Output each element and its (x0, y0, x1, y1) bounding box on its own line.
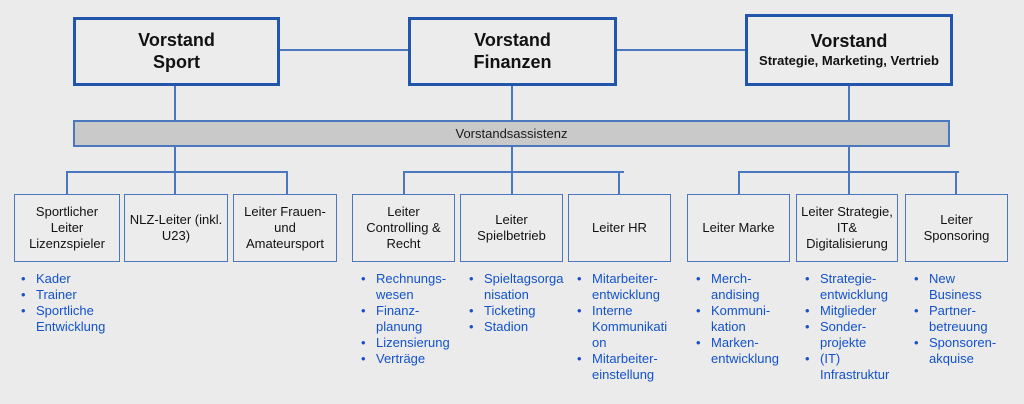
list-item: Spieltagsorganisation (468, 271, 564, 303)
dept-box-leiter-hr: Leiter HR (568, 194, 671, 262)
connector-line (286, 171, 288, 195)
list-item: Stadion (468, 319, 564, 335)
dept-box-sportlicher-leiter-lizenzspieler: Sportlicher Leiter Lizenzspieler (14, 194, 120, 262)
connector-line (848, 86, 850, 120)
connector-line (511, 171, 513, 195)
connector-line (66, 171, 68, 195)
top-box-title-line1: Vorstand (138, 29, 215, 50)
list-item: Sonder-projekte (804, 319, 900, 351)
dept-box-title: Leiter Marke (702, 219, 775, 235)
connector-line (617, 49, 745, 51)
dept-box-title: NLZ-Leiter (inkl. U23) (129, 211, 223, 243)
dept-box-leiter-strategie-it-digitalisierung: Leiter Strategie, IT& Digitalisierung (796, 194, 898, 262)
top-box-vorstand-strategie: Vorstand Strategie, Marketing, Vertrieb (745, 14, 953, 86)
top-box-title-line2: Sport (153, 51, 200, 72)
connector-line (848, 171, 850, 195)
dept-list-controlling-recht: Rechnungs-wesen Finanz-planung Lizensier… (360, 271, 456, 367)
list-item: Partner-betreuung (913, 303, 1009, 335)
list-item: Kommuni-kation (695, 303, 791, 335)
list-item: Trainer (20, 287, 116, 303)
connector-line (66, 171, 288, 173)
dept-box-leiter-sponsoring: Leiter Sponsoring (905, 194, 1008, 262)
list-item: Sponsoren-akquise (913, 335, 1009, 367)
connector-line (618, 171, 620, 195)
list-item: Mitglieder (804, 303, 900, 319)
list-item: Mitarbeiter-entwicklung (576, 271, 672, 303)
list-item: Verträge (360, 351, 456, 367)
connector-line (174, 171, 176, 195)
list-item: Merch-andising (695, 271, 791, 303)
dept-box-title: Leiter Controlling & Recht (366, 203, 441, 252)
dept-box-title: Leiter Spielbetrieb (477, 211, 546, 243)
dept-list-strategie-it: Strategie-entwicklung Mitglieder Sonder-… (804, 271, 900, 383)
dept-box-title: Leiter Frauen- und Amateursport (244, 203, 326, 252)
list-item: New Business (913, 271, 1009, 303)
dept-box-nlz-leiter: NLZ-Leiter (inkl. U23) (124, 194, 228, 262)
dept-list-sponsoring: New Business Partner-betreuung Sponsoren… (913, 271, 1009, 367)
connector-line (511, 86, 513, 120)
list-item: (IT) Infrastruktur (804, 351, 900, 383)
list-item: Marken-entwicklung (695, 335, 791, 367)
dept-list-sportlicher-leiter: Kader Trainer Sportliche Entwicklung (20, 271, 116, 335)
dept-list-spielbetrieb: Spieltagsorganisation Ticketing Stadion (468, 271, 564, 335)
connector-line (174, 86, 176, 120)
top-box-vorstand-sport: Vorstand Sport (73, 17, 280, 86)
top-box-title-line1: Vorstand (474, 29, 551, 50)
top-box-title-line1: Vorstand (810, 31, 888, 52)
list-item: Kader (20, 271, 116, 287)
top-box-title-line2: Strategie, Marketing, Vertrieb (759, 52, 939, 68)
dept-box-leiter-marke: Leiter Marke (687, 194, 790, 262)
list-item: Rechnungs-wesen (360, 271, 456, 303)
dept-box-leiter-spielbetrieb: Leiter Spielbetrieb (460, 194, 563, 262)
connector-line (280, 49, 408, 51)
connector-line (511, 146, 513, 172)
list-item: Sportliche Entwicklung (20, 303, 116, 335)
dept-list-hr: Mitarbeiter-entwicklung Interne Kommunik… (576, 271, 672, 383)
connector-line (738, 171, 740, 195)
connector-line (955, 171, 957, 195)
dept-list-marke: Merch-andising Kommuni-kation Marken-ent… (695, 271, 791, 367)
dept-box-title: Sportlicher Leiter Lizenzspieler (29, 203, 105, 252)
list-item: Interne Kommunikation (576, 303, 672, 351)
dept-box-title: Leiter Strategie, IT& Digitalisierung (801, 203, 893, 252)
assistant-bar-label: Vorstandsassistenz (455, 126, 568, 141)
assistant-bar: Vorstandsassistenz (73, 120, 950, 147)
connector-line (403, 171, 405, 195)
connector-line (848, 146, 850, 172)
dept-box-title: Leiter HR (592, 219, 647, 235)
list-item: Lizensierung (360, 335, 456, 351)
list-item: Finanz-planung (360, 303, 456, 335)
dept-box-leiter-controlling-recht: Leiter Controlling & Recht (352, 194, 455, 262)
list-item: Strategie-entwicklung (804, 271, 900, 303)
connector-line (403, 171, 624, 173)
top-box-title-line2: Finanzen (473, 51, 552, 72)
top-box-vorstand-finanzen: Vorstand Finanzen (408, 17, 617, 86)
list-item: Mitarbeiter-einstellung (576, 351, 672, 383)
list-item: Ticketing (468, 303, 564, 319)
connector-line (174, 146, 176, 172)
dept-box-leiter-frauen-amateursport: Leiter Frauen- und Amateursport (233, 194, 337, 262)
dept-box-title: Leiter Sponsoring (923, 211, 990, 243)
